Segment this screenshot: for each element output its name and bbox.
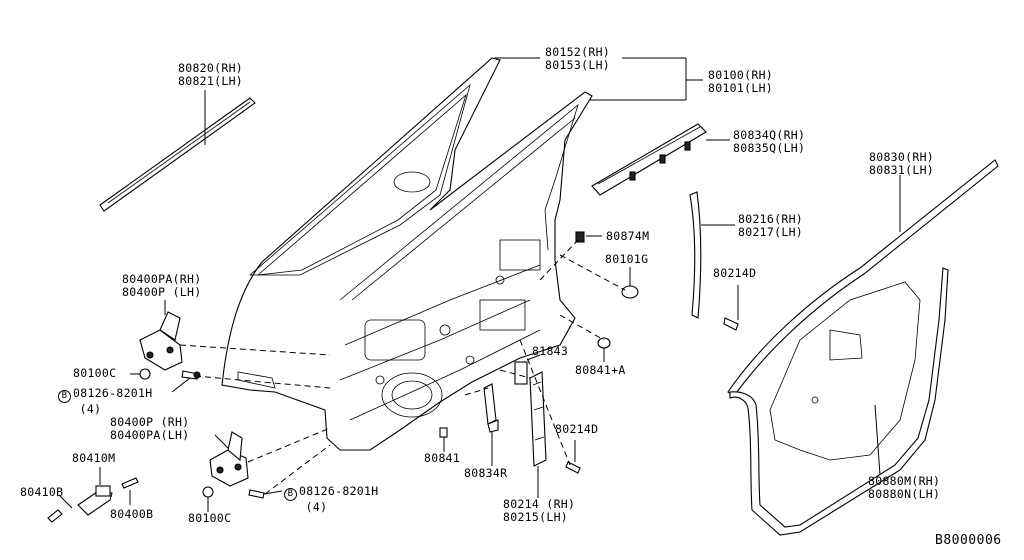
lower-sash-part (529, 371, 547, 498)
label-hinge-lower-rh: 80400P (RH) (110, 415, 190, 429)
label-plug-841: 80841 (424, 451, 461, 465)
circle-b-icon: B (284, 488, 297, 501)
upper-bolts-part (130, 368, 201, 393)
molding-part (591, 123, 730, 196)
label-bolt-spec-lower-qty: (4) (305, 500, 328, 514)
label-hinge-upper-lh: 80400P (LH) (122, 285, 202, 299)
label-molding-rh: 80834Q(RH) (733, 128, 806, 142)
label-hinge-lower-lh: 80400PA(LH) (110, 428, 190, 442)
bracket-834-part (483, 383, 499, 466)
label-bolt-spec-upper-part: 08126-8201H (73, 386, 153, 400)
plug-843-part (514, 354, 541, 385)
check-link-part (47, 467, 139, 523)
label-sash-lower: 80214 (RH) 80215(LH) (503, 498, 575, 524)
screw-214-upper-part (723, 285, 739, 331)
label-molding-lh: 80835Q(LH) (733, 141, 806, 155)
label-plug-843: 81843 (532, 344, 569, 358)
label-check-screw: 80400B (110, 507, 154, 521)
diagram-id: B8000006 (935, 533, 1002, 548)
label-seal-rh: 80880M(RH) (868, 474, 941, 488)
label-screw-214-upper: 80214D (713, 266, 757, 280)
label-body-weatherstrip: 80830(RH) 80831(LH) (869, 151, 934, 177)
label-body-weatherstrip-rh: 80830(RH) (869, 150, 935, 164)
label-sash-rh: 80152(RH) (545, 45, 611, 59)
label-door-panel-lh: 80101(LH) (708, 81, 774, 95)
label-hinge-upper-rh: 80400PA(RH) (122, 272, 202, 286)
label-hinge-lower: 80400P (RH) 80400PA(LH) (110, 416, 189, 442)
label-sash-trim: 80216(RH) 80217(LH) (738, 213, 803, 239)
plug-101-part (621, 267, 639, 299)
label-check-bolt: 80410B (20, 485, 64, 499)
label-sash-lh: 80153(LH) (545, 58, 611, 72)
label-molding: 80834Q(RH) 80835Q(LH) (733, 129, 805, 155)
upper-hinge-part (139, 300, 183, 371)
label-seal: 80880M(RH) 80880N(LH) (868, 475, 940, 501)
label-sash: 80152(RH) 80153(LH) (545, 46, 610, 72)
label-sash-trim-lh: 80217(LH) (738, 225, 804, 239)
door-shell-part (221, 57, 593, 451)
door-seal-part (729, 267, 949, 536)
label-sash-lower-rh: 80214 (RH) (503, 497, 576, 511)
label-weatherstrip-outer-lh: 80821(LH) (178, 74, 244, 88)
label-weatherstrip-outer-rh: 80820(RH) (178, 61, 244, 75)
label-seal-lh: 80880N(LH) (868, 487, 941, 501)
label-body-weatherstrip-lh: 80831(LH) (869, 163, 935, 177)
label-door-panel: 80100(RH) 80101(LH) (708, 69, 773, 95)
label-sash-lower-lh: 80215(LH) (503, 510, 569, 524)
lower-hinge-part (209, 431, 249, 487)
body-weatherstrip-part (727, 159, 999, 397)
circle-b-icon: B (58, 390, 71, 403)
plug-841a-part (597, 337, 611, 362)
label-plug-101: 80101G (605, 252, 649, 266)
label-weatherstrip-outer: 80820(RH) 80821(LH) (178, 62, 243, 88)
label-bolt-spec-upper-qty: (4) (79, 402, 102, 416)
label-bolt-lower: 80100C (188, 511, 232, 525)
sash-trim-part (689, 191, 735, 319)
label-grommet-874: 80874M (606, 229, 650, 243)
label-bracket-834: 80834R (464, 466, 508, 480)
label-sash-trim-rh: 80216(RH) (738, 212, 804, 226)
label-bolt-spec-lower-part: 08126-8201H (299, 484, 379, 498)
screw-214-lower-part (565, 440, 581, 474)
label-check-link: 80410M (72, 451, 116, 465)
label-hinge-upper: 80400PA(RH) 80400P (LH) (122, 273, 201, 299)
lower-bolts-part (202, 486, 283, 512)
label-plug-841a: 80841+A (575, 363, 626, 377)
outer-weatherstrip-part (99, 90, 256, 212)
label-screw-214-lower: 80214D (555, 422, 599, 436)
grommet-874-part (575, 231, 602, 243)
plug-841-part (439, 427, 448, 452)
label-bolt-upper: 80100C (73, 366, 117, 380)
label-door-panel-rh: 80100(RH) (708, 68, 774, 82)
